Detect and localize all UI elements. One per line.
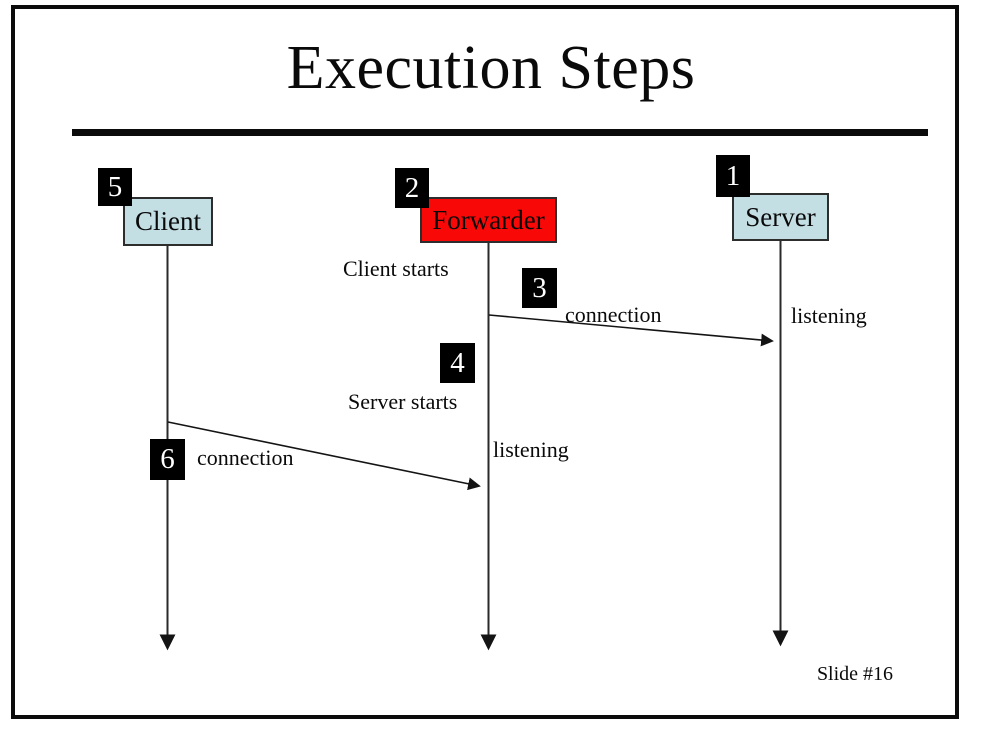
step-badge-2: 2 (395, 168, 429, 208)
connection-label-top: connection (565, 302, 662, 327)
connection-label-bottom: connection (197, 445, 294, 470)
client-starts-label: Client starts (343, 256, 449, 281)
slide-number: Slide #16 (816, 663, 894, 685)
step-badge-6: 6 (150, 439, 185, 480)
slide-title: Execution Steps (286, 34, 696, 102)
listening-label-forwarder: listening (493, 437, 569, 462)
step-badge-4: 4 (440, 343, 475, 383)
slide-border-frame (11, 5, 959, 719)
step-badge-5: 5 (98, 168, 132, 206)
server-starts-label: Server starts (348, 389, 458, 414)
client-actor-box: Client (123, 197, 213, 246)
forwarder-actor-box: Forwarder (420, 197, 557, 243)
step-badge-1: 1 (716, 155, 750, 197)
step-badge-3: 3 (522, 268, 557, 308)
forwarder-actor-label: Forwarder (432, 204, 545, 235)
client-actor-label: Client (135, 206, 201, 236)
listening-label-server: listening (791, 303, 867, 328)
title-divider-rule (72, 129, 928, 136)
server-actor-label: Server (745, 201, 816, 232)
server-actor-box: Server (732, 193, 829, 241)
